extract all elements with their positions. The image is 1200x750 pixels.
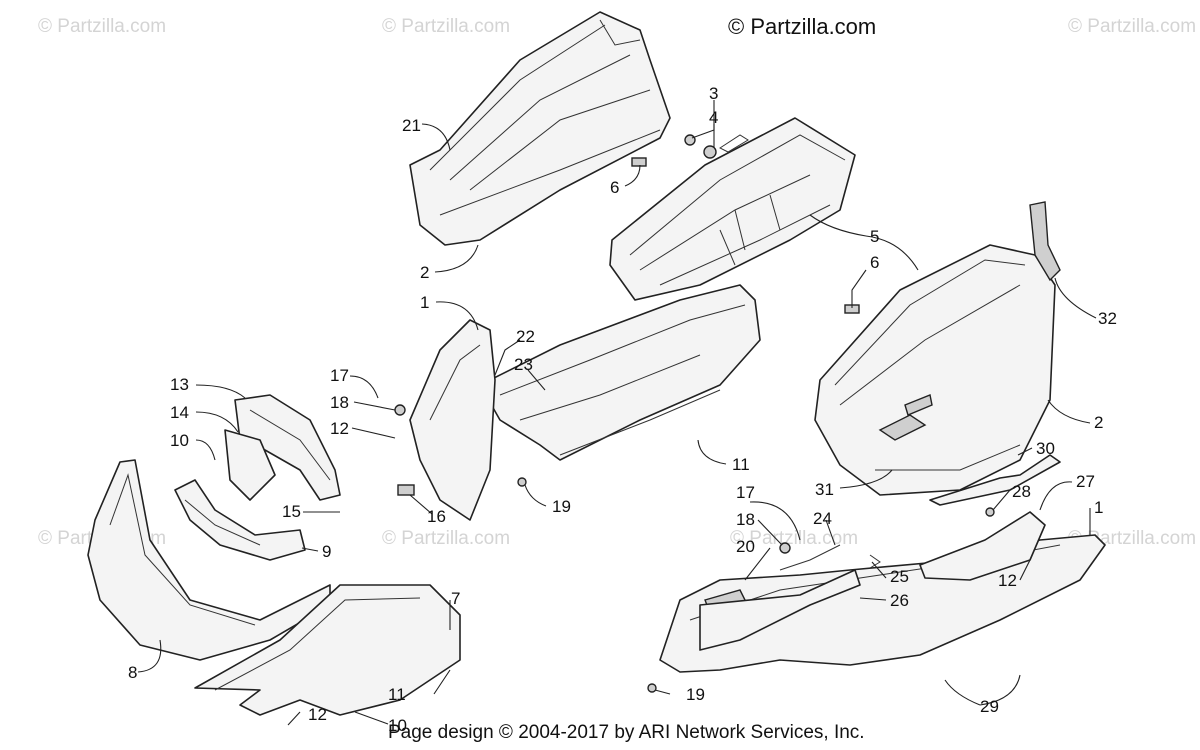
callout-6: 6: [870, 253, 879, 272]
callout-11: 11: [388, 685, 406, 704]
watermark-faint: © Partzilla.com: [1068, 16, 1197, 37]
callout-18: 18: [330, 393, 349, 412]
hardware: [394, 134, 995, 693]
callout-19: 19: [686, 685, 705, 704]
callout-6: 6: [610, 178, 619, 197]
left-inner-panel: [224, 394, 341, 501]
page-footer: Page design © 2004-2017 by ARI Network S…: [388, 722, 865, 743]
watermark-main: © Partzilla.com: [728, 14, 877, 39]
leader-lines: [137, 100, 1097, 726]
callout-17: 17: [330, 366, 349, 385]
callout-21: 21: [402, 116, 421, 135]
callout-24: 24: [813, 509, 832, 528]
callout-9: 9: [322, 542, 331, 561]
callout-29: 29: [980, 697, 999, 716]
callout-27: 27: [1076, 472, 1095, 491]
callout-7: 7: [451, 589, 460, 608]
callout-3: 3: [709, 84, 718, 103]
callout-10: 10: [170, 431, 189, 450]
callout-17: 17: [736, 483, 755, 502]
callout-32: 32: [1098, 309, 1117, 328]
callout-15: 15: [282, 502, 301, 521]
callout-2: 2: [420, 263, 429, 282]
callout-14: 14: [170, 403, 189, 422]
callout-4: 4: [709, 108, 718, 127]
callout-1: 1: [1094, 498, 1103, 517]
seat-cushion: [609, 117, 856, 301]
callout-12: 12: [308, 705, 327, 724]
callout-10: 10: [388, 716, 407, 735]
callout-5: 5: [870, 227, 879, 246]
callout-12: 12: [330, 419, 349, 438]
callout-30: 30: [1036, 439, 1055, 458]
upper-hood-shell: [409, 11, 671, 246]
callout-28: 28: [1012, 482, 1031, 501]
right-belly-pan: [659, 454, 1106, 673]
callout-11: 11: [732, 455, 750, 474]
callout-31: 31: [815, 480, 834, 499]
handle-strap: [1029, 201, 1061, 282]
right-console-body: [814, 244, 1056, 496]
callout-16: 16: [427, 507, 446, 526]
watermark-faint: © Partzilla.com: [382, 16, 511, 37]
callout-19: 19: [552, 497, 571, 516]
callout-22: 22: [516, 327, 535, 346]
watermark-faint: © Partzilla.com: [38, 16, 167, 37]
callout-25: 25: [890, 567, 909, 586]
callout-1: 1: [420, 293, 429, 312]
watermark-faint: © Partzilla.com: [382, 528, 511, 549]
callout-2: 2: [1094, 413, 1103, 432]
callout-23: 23: [514, 355, 533, 374]
callout-13: 13: [170, 375, 189, 394]
callout-labels: 21 2 6 3 4 5 6 32 2 1 22 23 11 17 18 12 …: [128, 84, 1117, 735]
callout-8: 8: [128, 663, 137, 682]
center-floor-pan: [409, 284, 761, 521]
callout-18: 18: [736, 510, 755, 529]
callout-12: 12: [998, 571, 1017, 590]
watermark-faint: © Partzilla.com: [730, 528, 859, 549]
callout-20: 20: [736, 537, 755, 556]
skid-plate: [194, 584, 461, 716]
callout-26: 26: [890, 591, 909, 610]
